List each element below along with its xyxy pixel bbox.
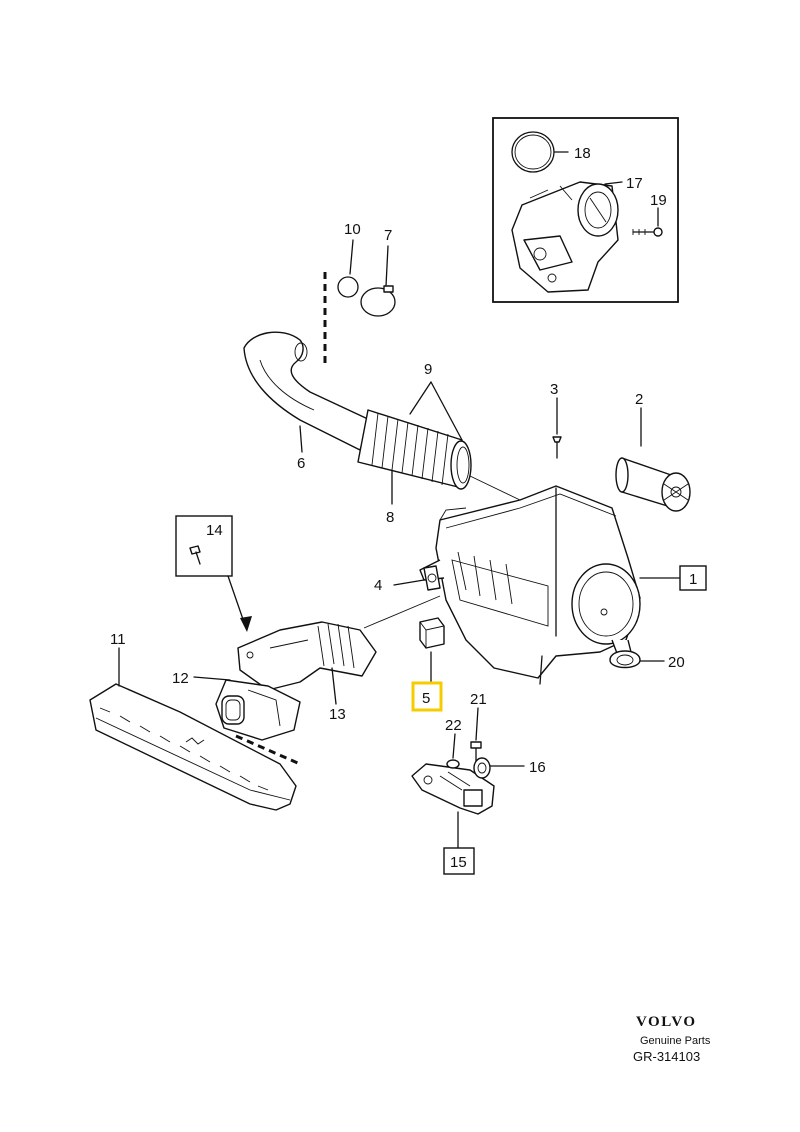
air-hose-6	[243, 331, 371, 451]
sensor-block-5	[419, 617, 445, 649]
callout-6: 6	[297, 455, 305, 472]
connector-line-8	[469, 475, 521, 501]
diagram-code: GR-314103	[633, 1049, 701, 1064]
filter-element-2	[615, 457, 691, 512]
callout-4: 4	[374, 577, 382, 594]
throttle-body-17	[511, 181, 619, 293]
washer-22	[446, 759, 460, 769]
o-ring-18	[511, 131, 555, 173]
callout-10: 10	[344, 221, 361, 238]
leader-21	[475, 707, 479, 741]
air-inlet-panel-11	[89, 683, 297, 811]
bellows-hose-8	[357, 409, 472, 490]
leader-7	[385, 245, 389, 287]
throttle-body-inset: 18 17 19	[492, 117, 679, 303]
air-filter-housing-1	[419, 485, 641, 685]
arrow-14-head	[240, 616, 252, 632]
callout-box-15	[443, 847, 475, 875]
callout-19: 19	[650, 192, 667, 209]
grommet-20	[609, 650, 641, 669]
callout-17: 17	[626, 175, 643, 192]
air-duct-12	[215, 679, 301, 741]
callout-22: 22	[445, 717, 462, 734]
callout-16: 16	[529, 759, 546, 776]
leader-4	[393, 579, 425, 586]
clip-box-14	[175, 515, 233, 577]
callout-box-5-highlighted	[411, 681, 443, 712]
leader-6	[299, 425, 303, 453]
bracket-15	[411, 763, 495, 815]
brand-logo: VOLVO	[636, 1014, 697, 1030]
callout-5: 5	[422, 690, 430, 707]
callout-9: 9	[424, 361, 432, 378]
leader-22	[452, 733, 456, 759]
ring-10	[337, 276, 359, 298]
footer-subtitle: Genuine Parts	[640, 1035, 711, 1047]
callout-14: 14	[206, 522, 223, 539]
leader-9a	[409, 381, 432, 415]
leader-9b	[430, 381, 463, 441]
leader-12	[193, 676, 231, 681]
screw-3	[552, 436, 562, 459]
callout-15: 15	[450, 854, 467, 871]
callout-12: 12	[172, 670, 189, 687]
connector-line-4	[363, 595, 441, 629]
grommet-16	[473, 757, 491, 779]
bolt-19	[632, 227, 663, 237]
clamp-7	[360, 285, 396, 317]
callout-2: 2	[635, 391, 643, 408]
callout-box-1	[679, 565, 707, 591]
callout-7: 7	[384, 227, 392, 244]
callout-8: 8	[386, 509, 394, 526]
intake-duct-13	[237, 621, 377, 691]
bracket-4	[423, 565, 441, 591]
callout-1: 1	[689, 571, 697, 588]
bolt-21	[470, 741, 482, 763]
leader-13	[331, 667, 337, 705]
leader-10	[349, 239, 354, 275]
leader-17	[604, 181, 623, 185]
callout-13: 13	[329, 706, 346, 723]
callout-20: 20	[668, 654, 685, 671]
callout-18: 18	[574, 145, 591, 162]
callout-3: 3	[550, 381, 558, 398]
callout-11: 11	[110, 631, 126, 648]
callout-21: 21	[470, 691, 487, 708]
